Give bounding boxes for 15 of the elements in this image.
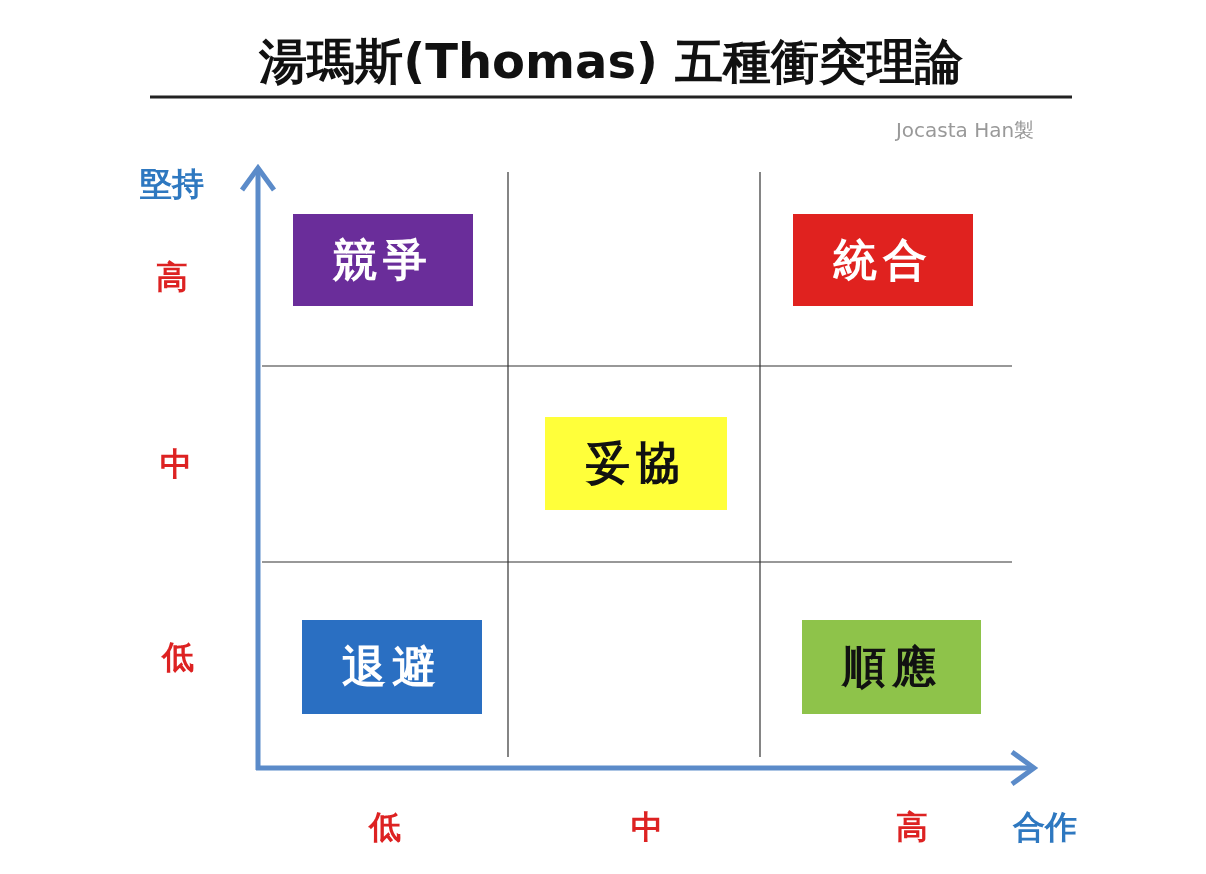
category-box: 統合 xyxy=(793,214,973,306)
axis-tick-label: 低 xyxy=(162,637,194,678)
category-box: 妥協 xyxy=(545,417,727,510)
axis-tick-label: 中 xyxy=(631,807,663,848)
axis-title: 堅持 xyxy=(140,164,204,205)
signature: Jocasta Han製 xyxy=(895,116,1035,144)
category-box: 退避 xyxy=(302,620,482,714)
axis-tick-label: 高 xyxy=(896,807,928,848)
axis-title: 合作 xyxy=(1013,807,1077,848)
category-box: 競爭 xyxy=(293,214,473,306)
axis-tick-label: 中 xyxy=(160,444,192,485)
category-box: 順應 xyxy=(802,620,981,714)
title: 湯瑪斯(Thomas) 五種衝突理論 xyxy=(258,32,964,91)
axis-tick-label: 高 xyxy=(156,257,188,298)
axis-tick-label: 低 xyxy=(369,807,401,848)
